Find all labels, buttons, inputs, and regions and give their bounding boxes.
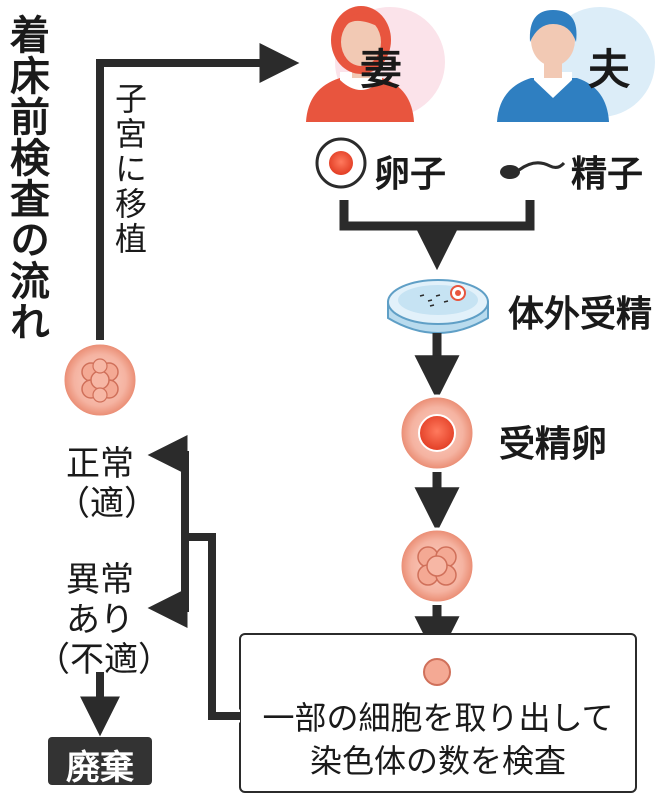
sperm-label: 精子 [571,154,644,195]
abnormal-note-label: （不適） [36,640,172,680]
wife-figure-icon [306,6,445,122]
selected-embryo-icon [61,341,139,419]
test-description-line2: 染色体の数を検査 [309,742,566,780]
normal-sub-label: （適） [56,484,158,524]
test-description-line1: 一部の細胞を取り出して [262,699,614,737]
egg-label: 卵子 [374,154,447,195]
wife-label: 妻 [360,45,403,94]
petri-dish-icon [387,279,489,334]
embryo-icon [398,527,476,605]
merge-connector [339,200,535,271]
result-connector [147,435,240,723]
egg-icon [315,137,367,189]
normal-label: 正常 [66,444,134,484]
transfer-connector [96,43,300,340]
husband-figure-icon [497,7,655,122]
transfer-label: 子宮に移植 [110,82,148,257]
abnormal-label: 異常 [66,560,134,600]
sperm-icon [500,161,566,179]
discard-box [48,737,152,785]
sample-cell-icon [423,658,451,686]
husband-label: 夫 [588,45,631,94]
page-title: 着床前検査の流れ [3,14,49,342]
abnormal-sub-label: あり [66,600,134,640]
fertilized-egg-icon [398,394,476,472]
fertilized-egg-label: 受精卵 [499,424,608,465]
discard-label: 廃棄 [66,748,134,788]
ivf-label: 体外受精 [508,294,653,335]
